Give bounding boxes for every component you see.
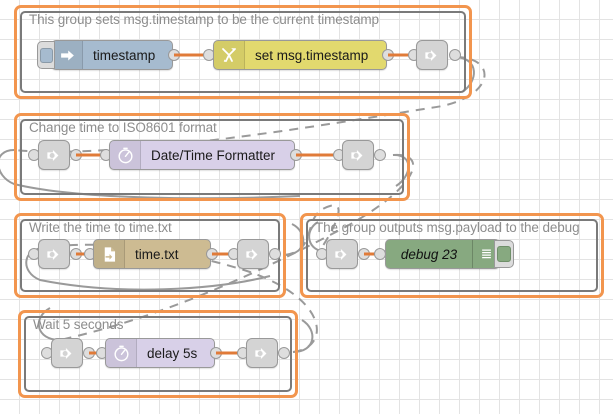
group-label: Wait 5 seconds [33, 317, 124, 332]
group-inner-border [20, 119, 404, 195]
link-in-icon [59, 347, 71, 359]
node-link-in-4[interactable] [326, 239, 358, 269]
group-inner-border [24, 316, 292, 392]
stopwatch-icon [106, 339, 137, 367]
link-out-icon [350, 149, 362, 161]
group-iso8601[interactable]: Change time to ISO8601 format [14, 113, 410, 201]
node-link-out-5[interactable] [246, 338, 278, 368]
node-link-out-5-output-port[interactable] [278, 347, 290, 359]
group-wait[interactable]: Wait 5 seconds [18, 310, 298, 398]
link-in-icon [334, 248, 346, 260]
node-inject-timestamp[interactable]: timestamp [37, 40, 173, 70]
link-in-icon [46, 149, 58, 161]
file-write-icon [94, 240, 125, 268]
group-label: Write the time to time.txt [29, 220, 172, 235]
link-out-icon [424, 49, 436, 61]
debug-lines-icon [472, 240, 499, 268]
clock-icon [110, 141, 141, 169]
node-label: Date/Time Formatter [151, 147, 276, 163]
group-inner-border [20, 11, 466, 93]
node-link-out-1[interactable] [416, 40, 448, 70]
arrow-right-icon [52, 41, 83, 69]
debug-enable-toggle-button[interactable] [494, 240, 514, 268]
node-label: delay 5s [147, 345, 198, 361]
node-label: time.txt [135, 246, 179, 262]
group-label: The group outputs msg.payload to the deb… [315, 220, 580, 235]
node-debug-23[interactable]: debug 23 [385, 239, 514, 269]
node-link-in-5[interactable] [51, 338, 83, 368]
node-label: timestamp [93, 47, 156, 63]
swap-arrows-icon [214, 41, 245, 69]
node-link-out-2-output-port[interactable] [374, 149, 386, 161]
node-label: set msg.timestamp [255, 47, 369, 63]
node-link-out-3-output-port[interactable] [269, 248, 281, 260]
node-label: debug 23 [400, 246, 458, 262]
link-out-icon [245, 248, 257, 260]
node-delay-5s[interactable]: delay 5s [105, 338, 215, 368]
group-inner-border [306, 219, 598, 292]
node-change-set-timestamp[interactable]: set msg.timestamp [213, 40, 387, 70]
link-in-icon [46, 248, 58, 260]
debug-toggle-square-icon [497, 246, 511, 262]
node-link-out-1-output-port[interactable] [449, 49, 461, 61]
node-file-write[interactable]: time.txt [93, 239, 211, 269]
node-link-out-2[interactable] [342, 140, 374, 170]
node-link-out-3[interactable] [237, 239, 269, 269]
inject-trigger-button[interactable] [37, 41, 55, 69]
node-datetime-formatter[interactable]: Date/Time Formatter [109, 140, 295, 170]
node-link-in-2[interactable] [38, 140, 70, 170]
group-timestamp[interactable]: This group sets msg.timestamp to be the … [14, 5, 472, 99]
wire-datetime-to-linkout2 [296, 153, 338, 157]
inject-button-square-icon [39, 47, 53, 63]
node-link-in-3[interactable] [38, 239, 70, 269]
group-label: This group sets msg.timestamp to be the … [29, 12, 379, 27]
group-label: Change time to ISO8601 format [29, 120, 217, 135]
group-debug[interactable]: The group outputs msg.payload to the deb… [300, 213, 604, 298]
link-out-icon [254, 347, 266, 359]
